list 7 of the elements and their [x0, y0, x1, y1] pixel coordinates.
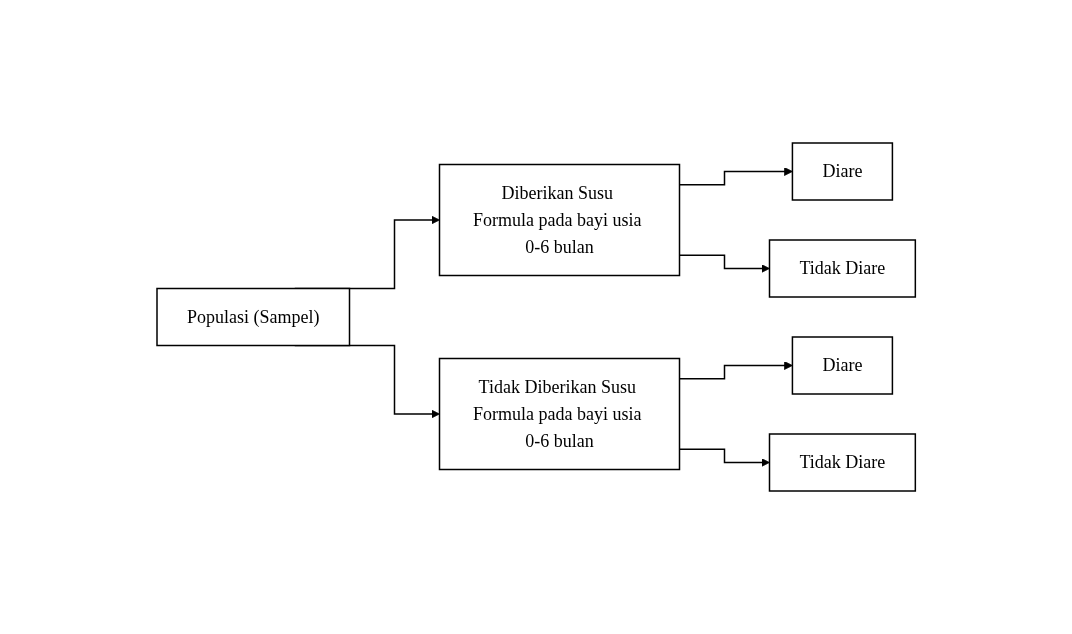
- node-box: Diberikan Susu Formula pada bayi usia 0-6 bulan: [438, 163, 681, 277]
- node-box: Tidak Diare: [768, 239, 916, 298]
- node-box: Populasi (Sampel): [156, 287, 351, 347]
- node-box: Diare: [791, 336, 893, 395]
- node-box: Diare: [791, 142, 893, 201]
- node-box: Tidak Diare: [768, 433, 916, 492]
- node-box: Tidak Diberikan Susu Formula pada bayi usia 0-6 bulan: [438, 357, 681, 471]
